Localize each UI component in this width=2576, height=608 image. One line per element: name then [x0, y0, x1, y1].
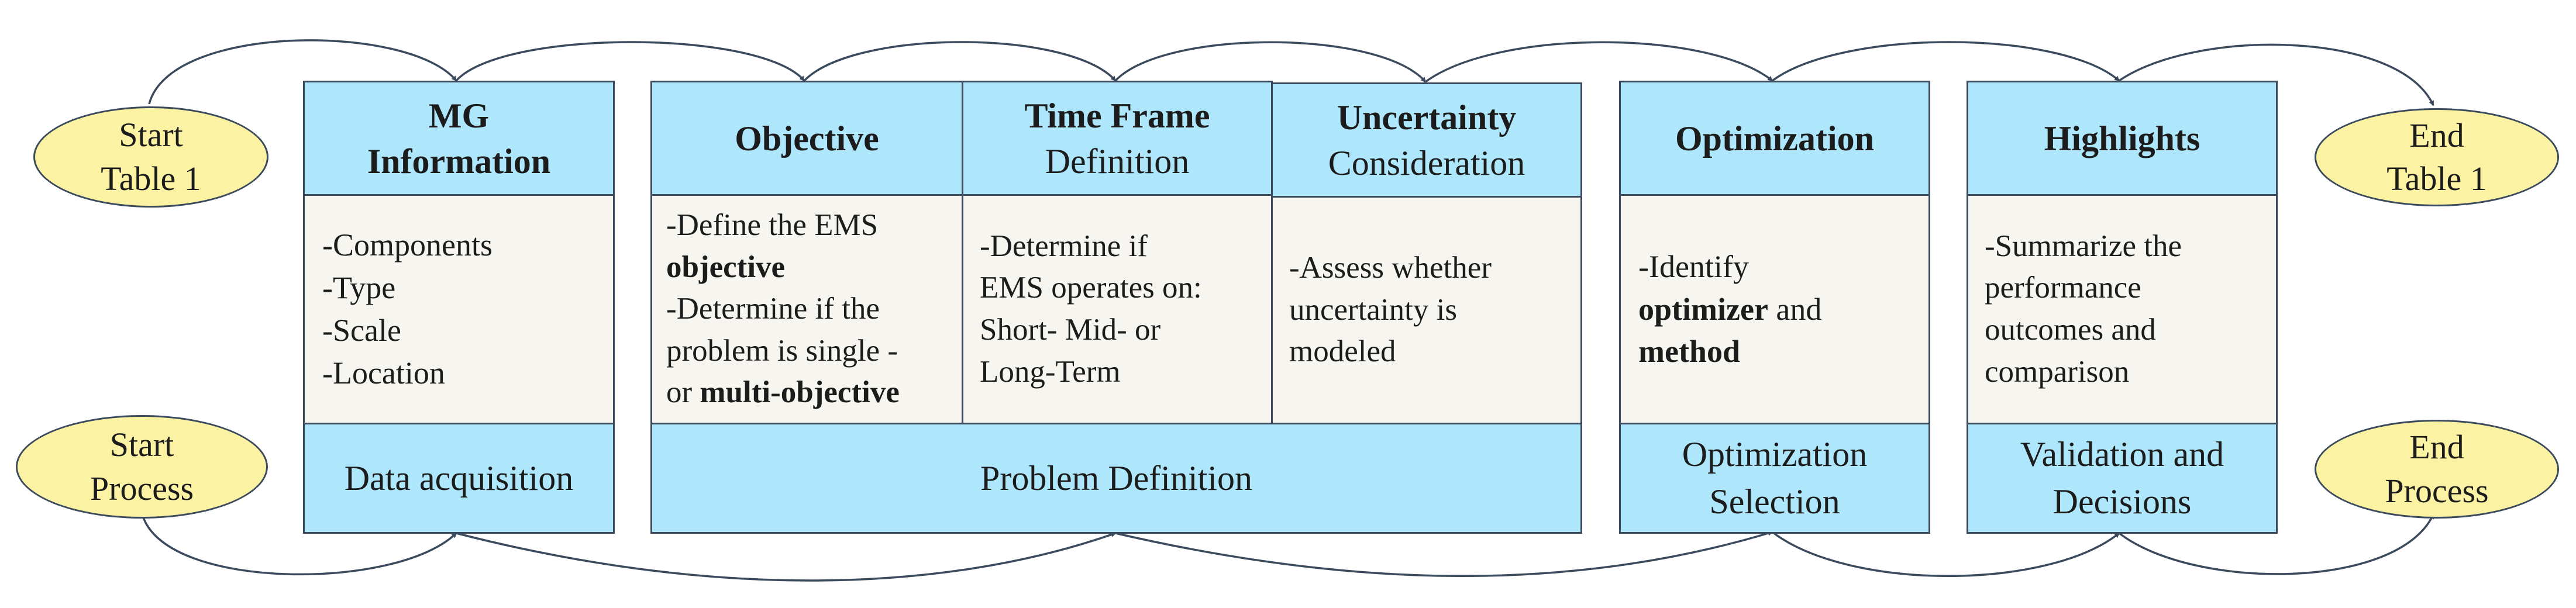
arrow-data-to-problem: [456, 532, 1117, 582]
arrow-validation-to-endprocess: [2118, 513, 2434, 575]
start-table-node: Start Table 1: [33, 106, 268, 208]
data-acquisition-label: Data acquisition: [344, 458, 574, 498]
time-frame-body: -Determine if EMS operates on: Short- Mi…: [962, 194, 1273, 424]
uncertainty-item: modeled: [1289, 334, 1396, 369]
uncertainty-header-subtitle: Consideration: [1328, 143, 1525, 182]
highlights-item: -Summarize the: [1985, 229, 2182, 263]
validation-decisions-stage: Validation and Decisions: [1967, 423, 2278, 534]
end-table-line-1: End: [2409, 116, 2464, 154]
arrow-startprocess-to-data: [142, 517, 457, 576]
optimization-line: method: [1638, 334, 1740, 369]
mg-item: -Components: [322, 227, 493, 263]
end-process-node: End Process: [2315, 420, 2559, 519]
end-table-line-2: Table 1: [2386, 160, 2487, 198]
optimization-selection-stage: Optimization Selection: [1619, 423, 1930, 534]
time-frame-item: -Determine if: [980, 229, 1148, 263]
mg-header: MG Information: [303, 81, 615, 196]
optimization-line: optimizer and: [1638, 291, 1822, 327]
arrow-start-to-mg: [148, 39, 457, 105]
end-process-line-1: End: [2409, 428, 2464, 467]
arrow-mg-to-objective: [455, 41, 805, 82]
mg-header-line-1: MG: [428, 96, 490, 135]
problem-definition-stage: Problem Definition: [650, 423, 1582, 534]
objective-header-title: Objective: [735, 119, 879, 158]
objective-body: -Define the EMS objective -Determine if …: [650, 194, 963, 424]
highlights-item: comparison: [1985, 354, 2130, 389]
validation-decisions-line-1: Validation and: [2020, 435, 2224, 474]
start-table-line-1: Start: [119, 116, 183, 154]
highlights-item: outcomes and: [1985, 313, 2156, 347]
end-table-node: End Table 1: [2315, 108, 2559, 206]
time-frame-header-title: Time Frame: [1024, 96, 1210, 135]
objective-header: Objective: [650, 81, 963, 196]
objective-line: objective: [666, 250, 786, 284]
time-frame-item: EMS operates on:: [980, 271, 1202, 305]
arrow-optimization-to-validation: [1771, 531, 2120, 577]
mg-item: -Location: [322, 355, 445, 391]
objective-line: problem is single -: [666, 333, 898, 368]
validation-decisions-line-2: Decisions: [2052, 482, 2192, 521]
time-frame-header: Time Frame Definition: [962, 81, 1273, 196]
highlights-header-title: Highlights: [2044, 119, 2200, 158]
optimization-selection-line-2: Selection: [1709, 482, 1840, 521]
objective-line: -Determine if the: [666, 292, 880, 326]
mg-item: -Type: [322, 270, 396, 306]
objective-line: or multi-objective: [666, 375, 900, 410]
uncertainty-header-title: Uncertainty: [1337, 98, 1517, 137]
arrow-problem-to-optimization: [1115, 530, 1773, 577]
start-process-line-1: Start: [109, 426, 174, 464]
time-frame-header-subtitle: Definition: [1045, 141, 1190, 181]
optimization-line: -Identify: [1638, 248, 1749, 284]
optimization-selection-line-1: Optimization: [1682, 435, 1868, 474]
time-frame-item: Short- Mid- or: [980, 313, 1161, 347]
time-frame-item: Long-Term: [980, 354, 1121, 389]
mg-header-line-2: Information: [367, 141, 551, 181]
uncertainty-header: Uncertainty Consideration: [1271, 82, 1582, 198]
highlights-body: -Summarize the performance outcomes and …: [1967, 194, 2278, 424]
objective-line: -Define the EMS: [666, 208, 879, 243]
highlights-header: Highlights: [1967, 81, 2278, 196]
uncertainty-item: uncertainty is: [1289, 292, 1457, 327]
optimization-header-title: Optimization: [1675, 119, 1874, 158]
arrow-uncertainty-to-optimization: [1424, 41, 1773, 83]
arrow-objective-to-timeframe: [803, 41, 1117, 82]
uncertainty-item: -Assess whether: [1289, 251, 1492, 285]
start-table-line-2: Table 1: [101, 159, 201, 198]
arrow-timeframe-to-uncertainty: [1114, 41, 1427, 83]
arrow-optimization-to-highlights: [1771, 41, 2120, 82]
mg-body: -Components -Type -Scale -Location: [303, 194, 615, 424]
data-acquisition-stage: Data acquisition: [303, 423, 615, 534]
optimization-body: -Identify optimizer and method: [1619, 194, 1930, 424]
start-process-line-2: Process: [89, 469, 194, 507]
mg-item: -Scale: [322, 313, 401, 348]
uncertainty-body: -Assess whether uncertainty is modeled: [1271, 196, 1582, 424]
optimization-header: Optimization: [1619, 81, 1930, 196]
start-process-node: Start Process: [16, 415, 268, 519]
highlights-item: performance: [1985, 271, 2141, 305]
end-process-line-2: Process: [2385, 471, 2489, 510]
arrow-highlights-to-end: [2119, 43, 2434, 106]
problem-definition-label: Problem Definition: [980, 458, 1252, 498]
